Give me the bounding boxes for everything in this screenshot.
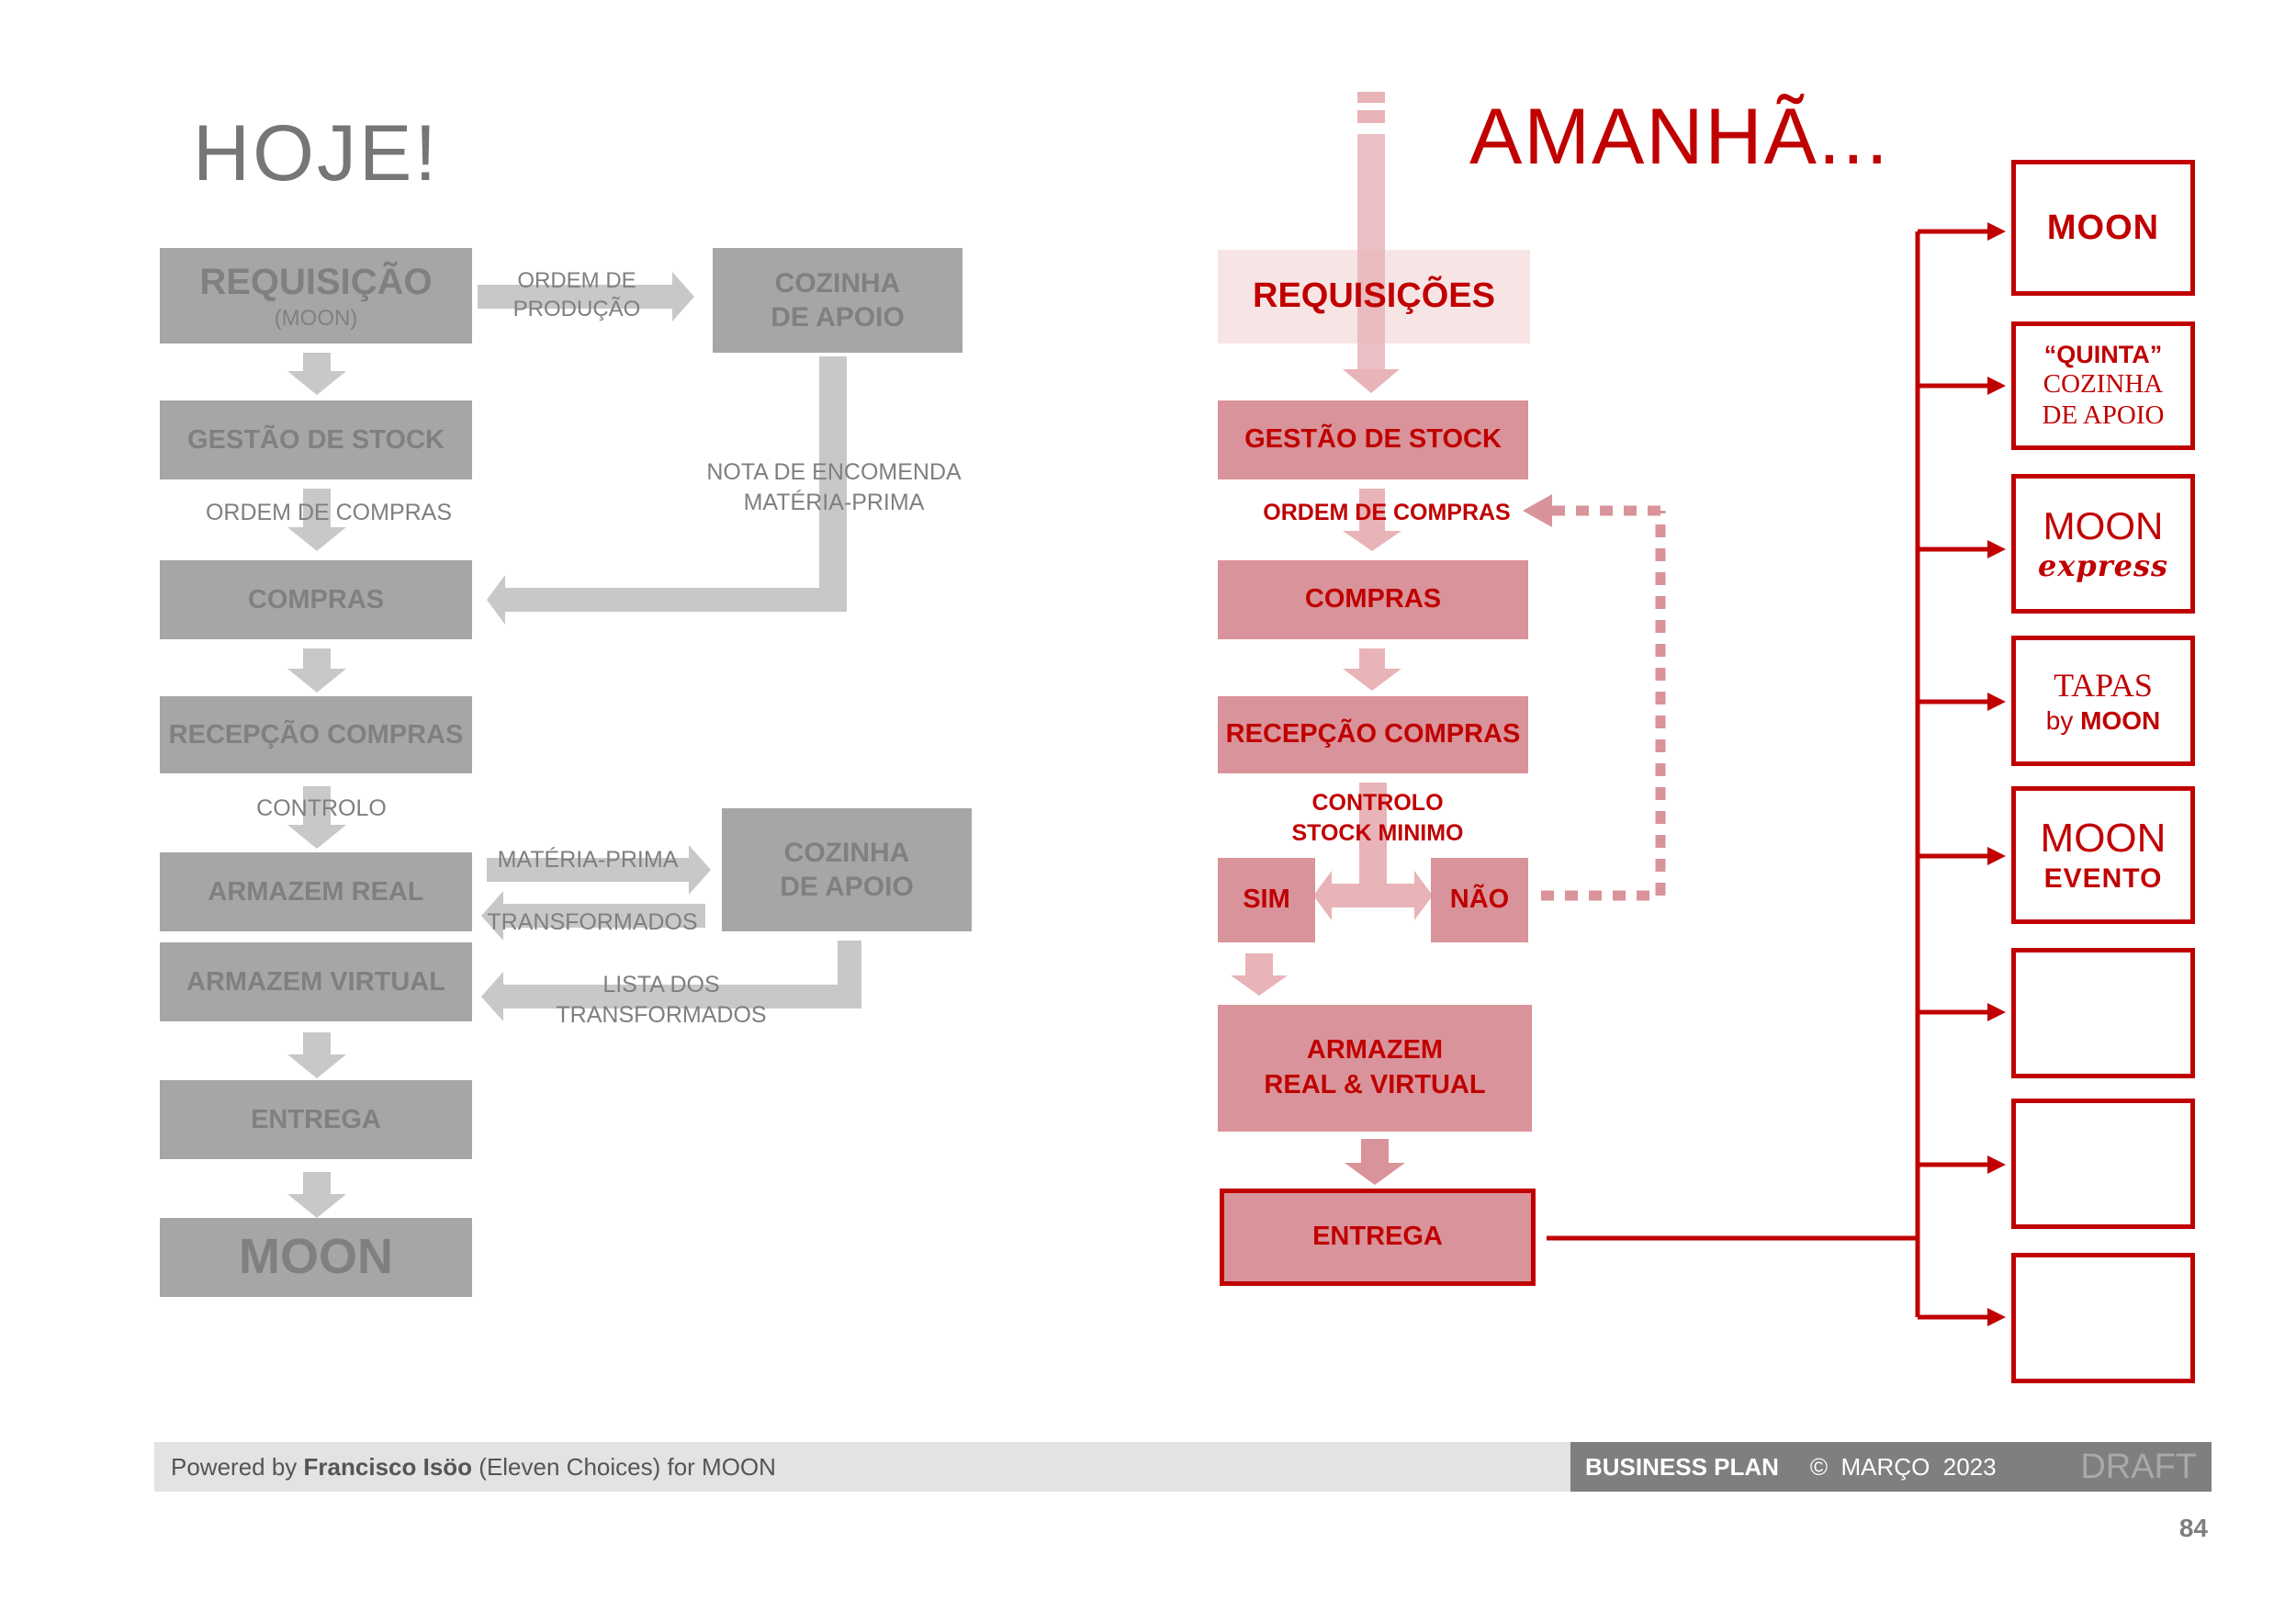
label-ordem-compras: ORDEM DE COMPRAS (205, 500, 453, 525)
box-moon: MOON (160, 1218, 472, 1297)
down-arrow-pink (1343, 489, 1401, 551)
box-armazem-virtual: ARMAZEM VIRTUAL (160, 942, 472, 1021)
down-arrow (287, 786, 346, 849)
box-compras: COMPRAS (160, 560, 472, 639)
venue-moon-label: MOON (2046, 208, 2160, 247)
top-dashed-arrow (1343, 92, 1400, 393)
down-arrow (287, 353, 346, 395)
armazem-line1: ARMAZEM (1306, 1035, 1444, 1065)
venue-tapas: TAPAS by MOON (2011, 636, 2195, 766)
arrow-transformados (481, 891, 705, 941)
venue-empty-3 (2011, 1253, 2195, 1383)
cozinha-top-line1: COZINHA (774, 267, 901, 299)
footer-right-bar: BUSINESS PLAN © MARÇO 2023 DRAFT (1570, 1442, 2212, 1492)
label-controlo-stock: CONTROLO STOCK MINIMO (1267, 788, 1488, 848)
evento-line2: EVENTO (2043, 863, 2163, 895)
today-title: HOJE! (193, 109, 440, 197)
down-arrow (287, 489, 346, 551)
down-arrow-sim (1231, 953, 1288, 996)
venue-empty-2 (2011, 1099, 2195, 1229)
box-gestao-stock-red: GESTÃO DE STOCK (1218, 400, 1528, 479)
down-arrow (287, 1172, 346, 1218)
arrow-nota-encomenda (487, 356, 847, 625)
dashed-feedback-loop (1541, 505, 1666, 901)
box-entrega-red: ENTREGA (1220, 1189, 1536, 1286)
venue-empty-1 (2011, 948, 2195, 1078)
arrow-lista-transformados (481, 941, 861, 1021)
distribution-lines (1547, 229, 1989, 1320)
express-line1: MOON (2043, 504, 2164, 548)
requisicao-sub: (MOON) (274, 306, 358, 331)
down-arrow (287, 648, 346, 693)
footer-draft: DRAFT (2080, 1447, 2197, 1486)
tapas-line2: by MOON (2046, 705, 2160, 737)
box-entrega: ENTREGA (160, 1080, 472, 1159)
label-ordem-producao: ORDEM DE PRODUÇÃO (503, 266, 650, 323)
powered-suffix: (Eleven Choices) for MOON (478, 1452, 776, 1481)
box-cozinha-bottom: COZINHA DE APOIO (722, 808, 972, 931)
tomorrow-title: AMANHÃ... (1469, 93, 1890, 181)
quinta-line2: COZINHA (2043, 369, 2164, 400)
box-sim: SIM (1218, 858, 1315, 942)
venue-quinta: “QUINTA” COZINHA DE APOIO (2011, 321, 2195, 450)
arrow-materia-prima (487, 845, 711, 895)
controlo-line2: STOCK MINIMO (1291, 819, 1464, 846)
down-arrow (287, 1032, 346, 1078)
box-nao: NÃO (1431, 858, 1528, 942)
box-cozinha-top: COZINHA DE APOIO (713, 248, 962, 353)
nota-encomenda-line2: MATÉRIA-PRIMA (743, 489, 925, 515)
box-armazem-real-virtual: ARMAZEM REAL & VIRTUAL (1218, 1005, 1532, 1132)
venue-evento: MOON EVENTO (2011, 786, 2195, 924)
requisicao-title: REQUISIÇÃO (199, 262, 433, 302)
label-controlo: CONTROLO (256, 795, 387, 821)
tapas-by: by (2045, 705, 2074, 735)
footer-copyright: © MARÇO 2023 (1809, 1452, 1997, 1481)
powered-prefix: Powered by (171, 1452, 298, 1481)
arrow-ordem-producao (478, 272, 694, 321)
cozinha-bottom-line2: DE APOIO (780, 872, 914, 902)
lista-line2: TRANSFORMADOS (556, 1001, 767, 1028)
cozinha-top-line2: DE APOIO (771, 302, 905, 332)
label-transformados: TRANSFORMADOS (487, 909, 698, 935)
venue-express: MOON express (2011, 474, 2195, 614)
label-nota-encomenda: NOTA DE ENCOMENDA MATÉRIA-PRIMA (669, 457, 999, 517)
ordem-producao-line2: PRODUÇÃO (512, 297, 641, 322)
box-armazem-real: ARMAZEM REAL (160, 852, 472, 931)
lista-line1: LISTA DOS (602, 972, 720, 997)
box-requisicoes: REQUISIÇÕES (1218, 250, 1530, 344)
tapas-moon: MOON (2080, 705, 2161, 735)
feedback-arrowhead (1523, 494, 1552, 527)
quinta-line3: DE APOIO (2042, 400, 2165, 430)
footer-left-bar: Powered by Francisco Isöo (Eleven Choice… (154, 1442, 1585, 1492)
box-recepcao-red: RECEPÇÃO COMPRAS (1218, 696, 1528, 773)
distribution-arrowheads (1987, 222, 2006, 1326)
down-arrow-entrega (1345, 1139, 1405, 1185)
footer-business-plan: BUSINESS PLAN (1585, 1452, 1779, 1481)
label-lista-transformados: LISTA DOS TRANSFORMADOS (551, 970, 771, 1030)
tapas-line1: TAPAS (2054, 666, 2153, 704)
evento-line1: MOON (2040, 815, 2167, 861)
box-recepcao: RECEPÇÃO COMPRAS (160, 696, 472, 773)
quinta-line1: “QUINTA” (2043, 341, 2163, 369)
box-requisicao: REQUISIÇÃO (MOON) (160, 248, 472, 344)
venue-moon: MOON (2011, 160, 2195, 296)
express-line2: express (2037, 547, 2169, 583)
nota-encomenda-line1: NOTA DE ENCOMENDA (706, 459, 962, 485)
label-ordem-compras-red: ORDEM DE COMPRAS (1263, 500, 1511, 525)
armazem-line2: REAL & VIRTUAL (1264, 1070, 1486, 1099)
label-materia-prima: MATÉRIA-PRIMA (497, 847, 679, 873)
ordem-producao-line1: ORDEM DE (517, 268, 636, 293)
controlo-line1: CONTROLO (1311, 790, 1444, 816)
page-number: 84 (2178, 1514, 2208, 1542)
down-arrow-pink (1343, 648, 1401, 691)
sim-nao-split-arrow (1313, 783, 1433, 920)
box-gestao-stock: GESTÃO DE STOCK (160, 400, 472, 479)
cozinha-bottom-line1: COZINHA (783, 837, 910, 868)
powered-author: Francisco Isöo (303, 1452, 473, 1481)
box-compras-red: COMPRAS (1218, 560, 1528, 639)
